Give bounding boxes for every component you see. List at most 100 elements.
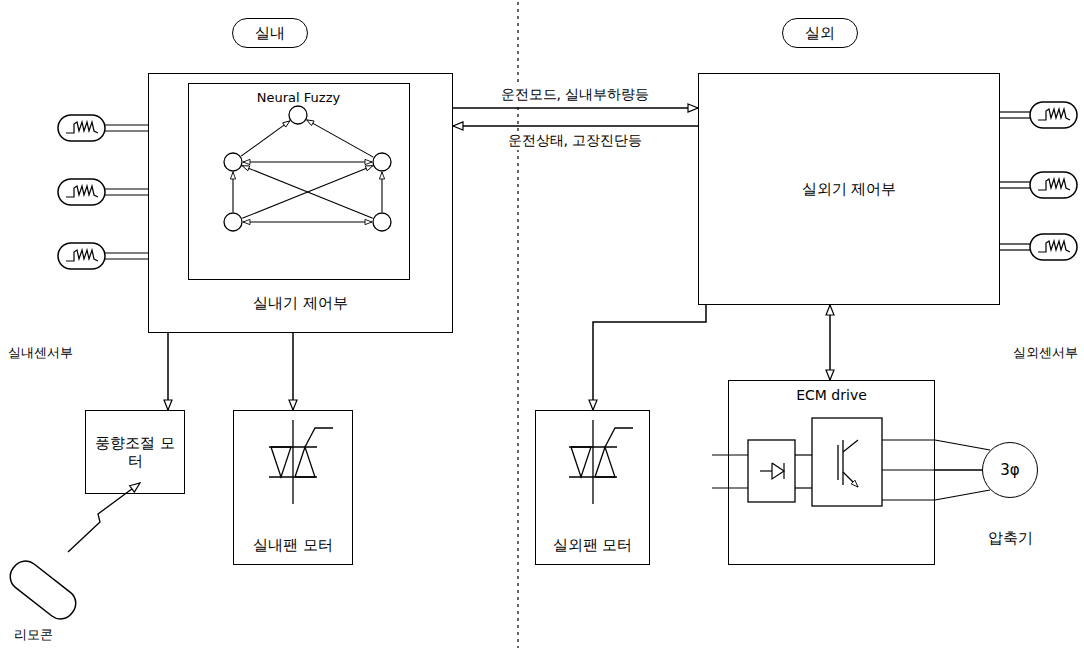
motor-wire [935, 490, 990, 500]
igbt-gate [837, 445, 838, 480]
sensor-coil [66, 122, 98, 133]
part-label: 실내센서부 [8, 344, 73, 362]
ecm-circuit [712, 418, 990, 506]
connector-arrow [167, 333, 169, 410]
box-label: 실외 [805, 24, 835, 42]
box-label: 실내기 제어부 [253, 294, 348, 312]
part-label: 실외센서부 [1013, 344, 1078, 362]
box-label: 실외기 제어부 [802, 180, 897, 198]
remote-body [5, 555, 82, 624]
box-label: 풍향조절 모터 [92, 434, 178, 470]
sensor-lead [1000, 111, 1030, 112]
box-label: 실외팬 모터 [553, 536, 633, 554]
sensor-body [58, 243, 105, 269]
neuron-circle [373, 153, 391, 171]
process-box: 실내팬 모터 [233, 410, 353, 565]
neuron-link [243, 161, 372, 162]
triac-diode [271, 447, 291, 477]
sensor-body [1030, 172, 1077, 198]
sensor-lead [105, 124, 148, 125]
triac-diode [295, 447, 315, 477]
edge-label: 운전모드, 실내부하량등 [498, 86, 653, 104]
triac-diode [571, 447, 591, 477]
sensor-coil [66, 250, 98, 261]
sensor-coil [66, 186, 98, 197]
rectifier-box [748, 440, 795, 502]
triac-gate [305, 428, 333, 447]
sensor-symbol [58, 243, 148, 269]
connector-arrow [292, 333, 294, 410]
connector-layer [168, 108, 982, 470]
neuron-link [241, 121, 290, 156]
process-box: 실내 [232, 18, 308, 48]
sensor-lead [105, 130, 148, 131]
sensor-symbol [58, 179, 148, 205]
motor-circle: 3φ압축기 [982, 442, 1038, 498]
process-box: ECM drive [728, 380, 935, 565]
neuron-circle [289, 106, 307, 124]
neuron-link [242, 166, 372, 219]
sensor-lead [105, 252, 148, 253]
sensor-lead [105, 188, 148, 189]
box-label: 실내팬 모터 [253, 536, 333, 554]
inverter-box [812, 418, 882, 506]
neuron-link [232, 172, 233, 212]
triac-diode [595, 447, 615, 477]
sensor-lead [1000, 243, 1030, 244]
sensor-lead [1000, 187, 1030, 188]
motor-wire [882, 439, 935, 440]
triac-lead [292, 420, 293, 504]
sensor-coil [1038, 179, 1070, 190]
power-input [712, 487, 748, 488]
triac-symbol [269, 420, 333, 504]
process-box: 풍향조절 모터 [85, 410, 185, 494]
sensor-body [1030, 234, 1077, 260]
connector-arrow [453, 107, 698, 109]
neuron-link [307, 120, 374, 157]
motor-wire [882, 469, 935, 470]
sensor-coil [1038, 109, 1070, 120]
box-label: ECM drive [796, 387, 867, 404]
process-box: Neural Fuzzy [188, 83, 410, 280]
diode-symbol [772, 463, 784, 479]
process-box: 실외기 제어부 [698, 73, 1000, 305]
motor-wire [882, 499, 935, 500]
box-label: 압축기 [988, 529, 1033, 547]
igbt-emitter [843, 472, 858, 487]
diode-bar [783, 463, 784, 479]
neuron-link [242, 166, 372, 219]
triac-symbol [569, 420, 633, 504]
sensor-lead [1000, 117, 1030, 118]
igbt-collector [843, 440, 858, 452]
triac-gate [605, 428, 633, 447]
process-box: 실외 [782, 18, 858, 48]
sensor-body [58, 115, 105, 141]
connector-arrow [935, 469, 982, 471]
illustration [5, 2, 1077, 648]
sensor-symbol [1000, 102, 1077, 128]
motor-wire [935, 440, 990, 450]
neuron-circle [373, 213, 391, 231]
sensor-lead [1000, 249, 1030, 250]
box-label: 실내 [255, 24, 285, 42]
process-box: 실내기 제어부 Neural Fuzzy [148, 73, 453, 333]
box-label: 3φ [1000, 461, 1019, 479]
igbt-channel [842, 440, 843, 485]
triac-lead [592, 420, 593, 504]
sensor-lead [105, 194, 148, 195]
part-label: 리모콘 [14, 626, 53, 644]
power-input [712, 454, 748, 455]
dc-link [795, 454, 812, 455]
sensor-coil [1038, 241, 1070, 252]
remote-control [5, 483, 140, 625]
diode-lead [760, 470, 772, 471]
edge-label: 운전상태, 고장진단등 [505, 132, 646, 150]
connector-arrow [593, 305, 706, 410]
neuron-link [243, 221, 372, 222]
dc-link [795, 487, 812, 488]
connector-arrow [453, 125, 698, 127]
connector-arrow [829, 305, 831, 380]
neuron-circle [224, 213, 242, 231]
sensor-body [58, 179, 105, 205]
